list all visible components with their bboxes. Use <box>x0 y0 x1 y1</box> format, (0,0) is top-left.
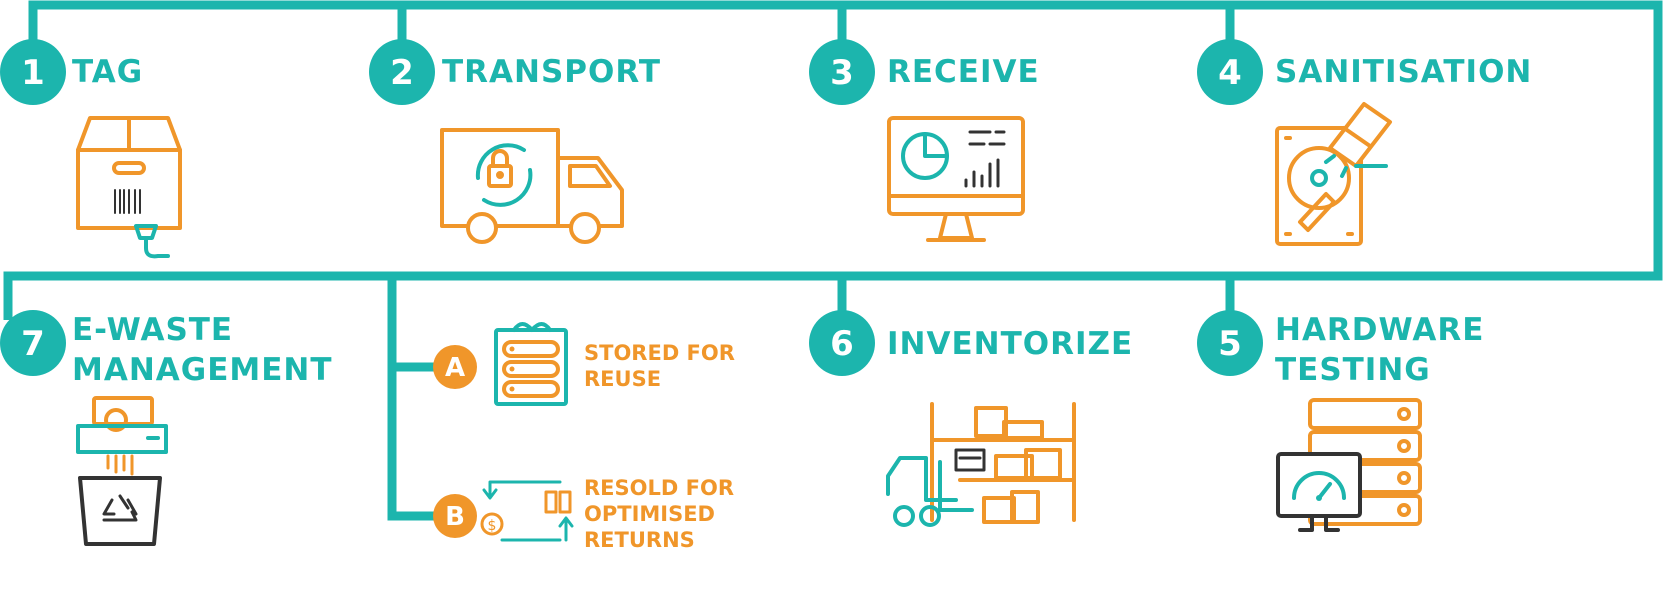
branch-a-letter: A <box>445 353 465 383</box>
barcode-box-icon <box>76 116 182 259</box>
step-2-title: TRANSPORT <box>442 54 661 90</box>
step-1-badge: 1 <box>0 39 66 105</box>
resale-cycle-icon: $ <box>480 480 574 542</box>
step-7-number: 7 <box>21 324 45 364</box>
branch-connector <box>387 276 440 521</box>
branch-b-letter: B <box>445 502 465 532</box>
step-6-badge: 6 <box>809 310 875 376</box>
svg-text:$: $ <box>488 518 497 534</box>
step-5-title-line-1: HARDWARE <box>1275 312 1484 348</box>
connector-lines <box>3 0 1663 521</box>
step-7-badge: 7 <box>0 310 66 376</box>
step-1-title: TAG <box>72 54 143 90</box>
branch-a-line-1: STORED FOR <box>584 341 735 365</box>
dashboard-monitor-icon <box>887 116 1025 242</box>
forklift-warehouse-icon <box>886 402 1076 527</box>
step-2-badge: 2 <box>369 39 435 105</box>
hard-drive-eraser-icon <box>1275 102 1392 246</box>
step-6-title: INVENTORIZE <box>887 326 1133 362</box>
step-3-title: RECEIVE <box>887 54 1040 90</box>
step-2-number: 2 <box>390 53 414 93</box>
step-3-badge: 3 <box>809 39 875 105</box>
server-gauge-icon <box>1276 398 1422 532</box>
step-3-number: 3 <box>830 53 854 93</box>
step-4-badge: 4 <box>1197 39 1263 105</box>
branch-b-line-2: OPTIMISED <box>584 502 715 526</box>
step-6-number: 6 <box>830 324 854 364</box>
step-1-number: 1 <box>21 53 45 93</box>
branch-a-line-2: REUSE <box>584 367 661 391</box>
branch-a-badge: A <box>433 345 477 389</box>
step-4-title: SANITISATION <box>1275 54 1532 90</box>
step-7-title-line-2: MANAGEMENT <box>72 352 333 388</box>
branch-b-line-1: RESOLD FOR <box>584 476 734 500</box>
step-5-number: 5 <box>1218 324 1242 364</box>
secure-truck-icon <box>440 128 624 244</box>
shredder-recycle-icon <box>76 396 168 546</box>
storage-gift-icon <box>494 322 568 406</box>
step-5-badge: 5 <box>1197 310 1263 376</box>
branch-b-badge: B <box>433 494 477 538</box>
branch-b-line-3: RETURNS <box>584 528 695 552</box>
step-5-title-line-2: TESTING <box>1275 352 1431 388</box>
step-4-number: 4 <box>1218 53 1242 93</box>
top-connector <box>3 0 1663 320</box>
step-7-title-line-1: E-WASTE <box>72 312 233 348</box>
